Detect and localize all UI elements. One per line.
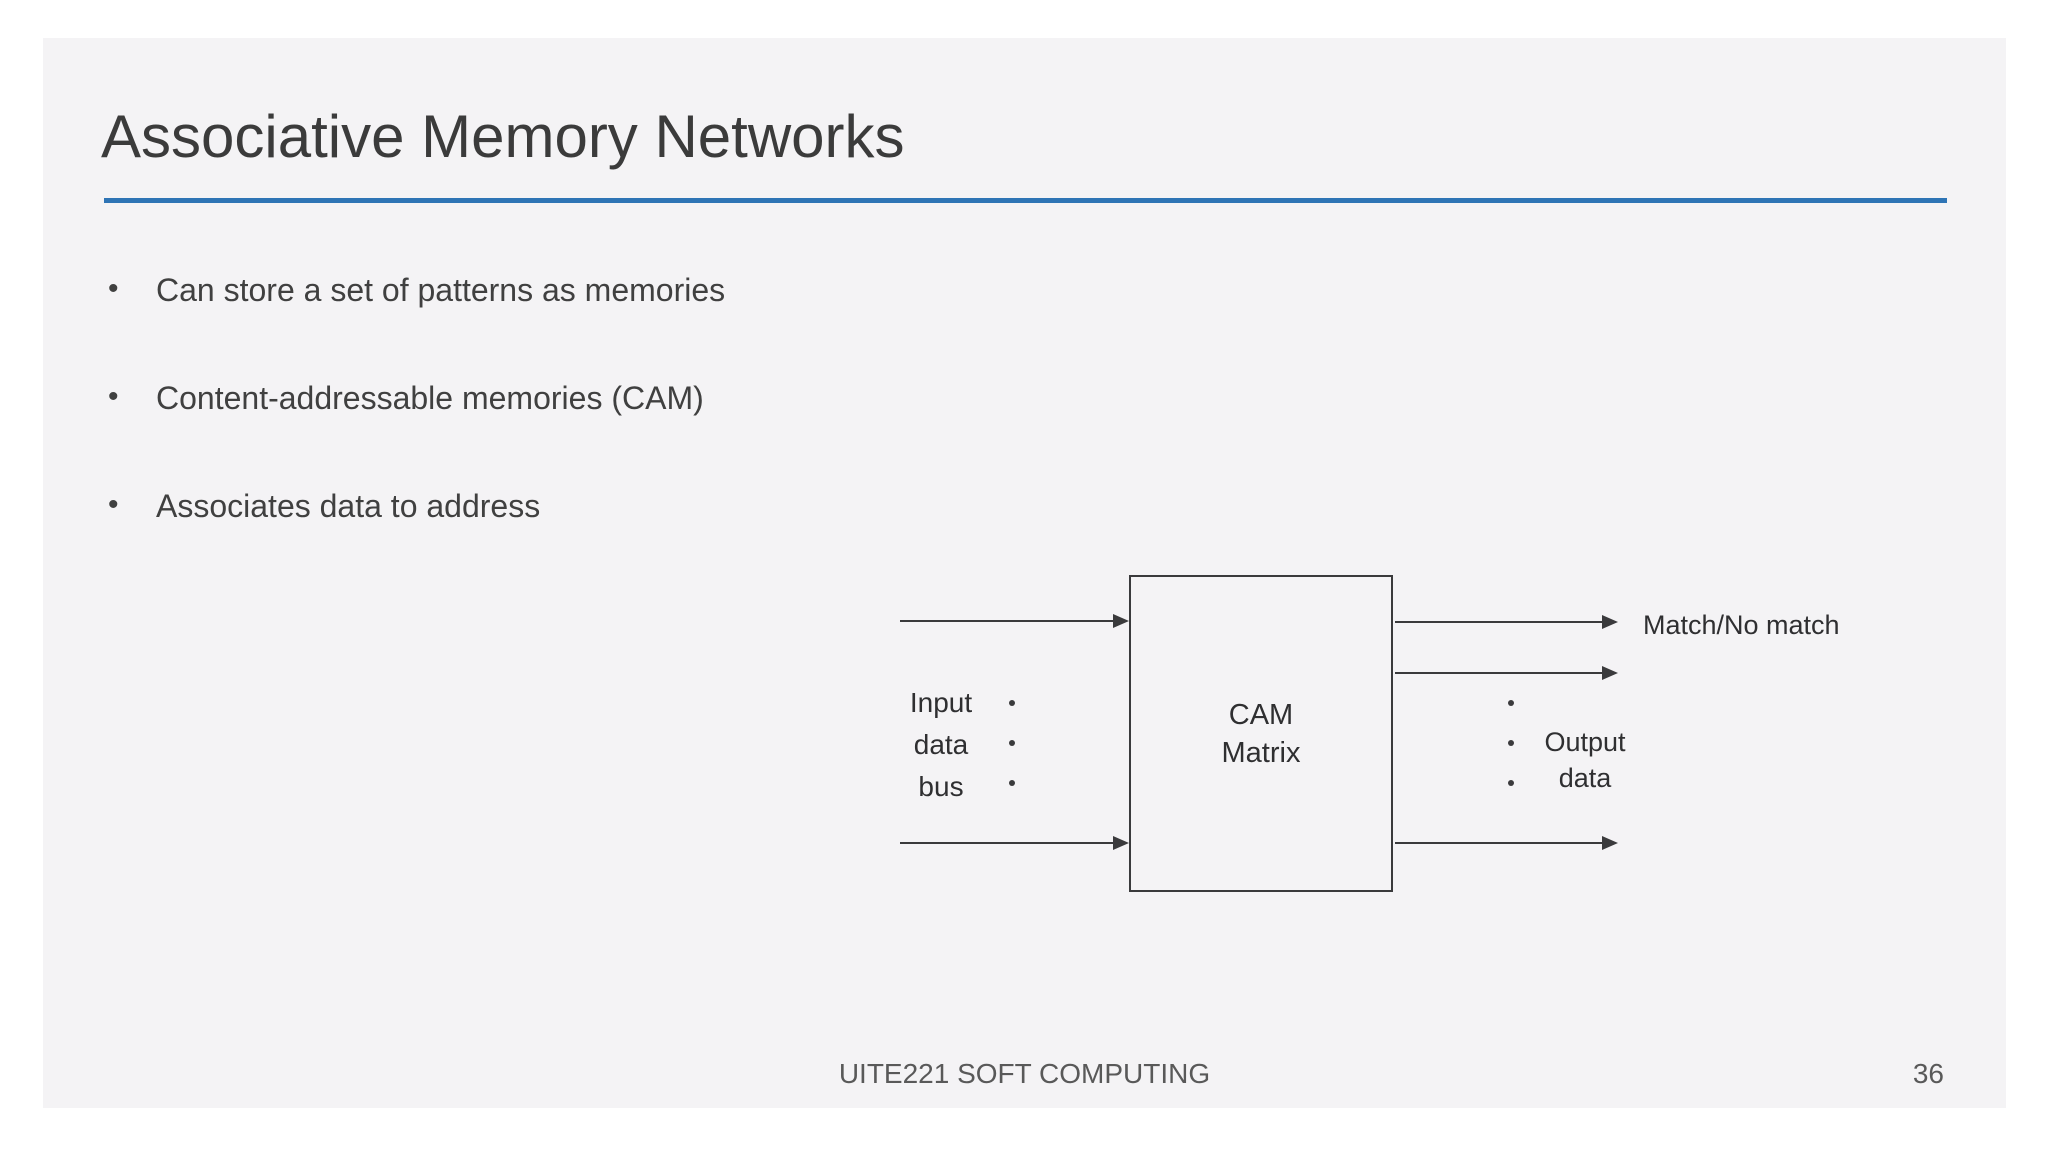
slide-page-number: 36 <box>1912 1058 1944 1089</box>
bullet-item-2: Content-addressable memories (CAM) <box>108 377 725 418</box>
output-arrow-bottom-line <box>1395 842 1602 844</box>
slide-canvas: Associative Memory Networks Can store a … <box>43 38 2006 1108</box>
match-no-match-label: Match/No match <box>1643 610 1840 640</box>
ellipsis-dot <box>1009 700 1015 706</box>
ellipsis-dot <box>1508 700 1514 706</box>
output-arrow-match-line <box>1395 621 1602 623</box>
ellipsis-dot <box>1508 780 1514 786</box>
output-arrow-second-head-icon <box>1602 666 1618 680</box>
output-vertical-ellipsis-icon <box>1508 700 1514 786</box>
cam-matrix-box: CAM Matrix <box>1129 575 1393 892</box>
cam-matrix-label: CAM Matrix <box>1221 698 1301 769</box>
bullet-item-1: Can store a set of patterns as memories <box>108 269 725 310</box>
output-arrow-match-head-icon <box>1602 615 1618 629</box>
input-vertical-ellipsis-icon <box>1009 700 1015 786</box>
input-arrow-top-head-icon <box>1113 614 1129 628</box>
slide-title: Associative Memory Networks <box>101 103 905 170</box>
input-arrow-top-line <box>900 620 1113 622</box>
bullet-item-3: Associates data to address <box>108 485 725 526</box>
footer-course-text: UITE221 SOFT COMPUTING <box>838 1058 1211 1089</box>
ellipsis-dot <box>1508 740 1514 746</box>
ellipsis-dot <box>1009 780 1015 786</box>
title-underline-rule <box>104 198 1947 203</box>
bullet-list: Can store a set of patterns as memories … <box>108 269 725 594</box>
ellipsis-dot <box>1009 740 1015 746</box>
output-arrow-bottom-head-icon <box>1602 836 1618 850</box>
output-data-label: Output data <box>1544 727 1626 793</box>
input-data-bus-label: Input data bus <box>909 687 973 802</box>
output-arrow-second-line <box>1395 672 1602 674</box>
input-arrow-bottom-line <box>900 842 1113 844</box>
input-arrow-bottom-head-icon <box>1113 836 1129 850</box>
